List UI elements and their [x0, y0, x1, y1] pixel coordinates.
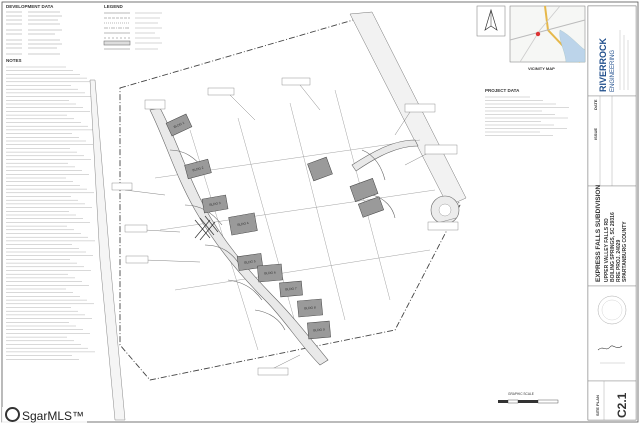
building-label: BLDG 2 [192, 166, 204, 173]
engineer-signature [597, 345, 623, 351]
building-label: BLDG 9 [313, 327, 325, 332]
address-line-3: RRE PROJ. 24029 [616, 240, 622, 282]
development-data-panel: DEVELOPMENT DATA [6, 4, 62, 55]
buildings-group: BLDG 1 BLDG 2 BLDG 3 BLDG 4 BLDG 5 BLDG 6 BLDG… [165, 113, 385, 340]
east-building-footprint [349, 178, 379, 202]
vicinity-map: VICINITY MAP [509, 5, 586, 71]
project-name: EXPRESS FALLS SUBDIVISION [595, 185, 602, 282]
dev-data-title: DEVELOPMENT DATA [6, 4, 54, 9]
intersection-hatch [194, 215, 219, 241]
title-block: RIVERROCK ENGINEERING ISSUE DATE EXPRESS… [587, 5, 637, 421]
address-line-2: BOILING SPRINGS, SC 29316 [610, 212, 616, 282]
sheet-number: C2.1 [615, 392, 629, 418]
site-location-marker [535, 31, 541, 37]
building-4: BLDG 4 [228, 212, 258, 236]
callout-boxes [111, 77, 459, 376]
mls-watermark-text: SgarMLS™ [22, 409, 85, 423]
building-2: BLDG 2 [184, 158, 212, 180]
north-arrow [476, 5, 506, 37]
site-area: BLDG 1 BLDG 2 BLDG 3 BLDG 4 BLDG 5 BLDG 6 BLDG… [89, 11, 467, 421]
vicinity-map-label: VICINITY MAP [528, 66, 555, 71]
mls-watermark: SgarMLS™ [2, 407, 88, 423]
project-data-title: PROJECT DATA [485, 88, 520, 93]
legend-title: LEGEND [104, 4, 124, 9]
building-8: BLDG 8 [297, 298, 323, 318]
building-label: BLDG 7 [285, 286, 297, 291]
building-7: BLDG 7 [279, 280, 303, 298]
address-line-1: UPPER VALLEY FALLS RD [604, 218, 610, 282]
adjacent-road [89, 79, 126, 421]
notes-title: NOTES [6, 58, 22, 63]
building-label: BLDG 1 [173, 121, 185, 130]
graphic-scale-label: GRAPHIC SCALE [508, 392, 534, 396]
legend-panel: LEGEND [103, 4, 162, 50]
issue-label: ISSUE [593, 128, 598, 140]
building-5: BLDG 5 [236, 253, 264, 271]
firm-name-2: ENGINEERING [610, 50, 616, 92]
building-6: BLDG 6 [257, 263, 283, 283]
east-building-footprint [357, 196, 385, 218]
east-drive [351, 139, 419, 172]
building-3: BLDG 3 [201, 194, 229, 214]
building-label: BLDG 3 [209, 201, 221, 207]
building-label: BLDG 5 [244, 259, 256, 265]
address-line-4: SPARTANBURG COUNTY [622, 221, 628, 282]
firm-name-1: RIVERROCK [598, 37, 608, 92]
notes-panel: NOTES [6, 58, 95, 360]
project-data-panel: PROJECT DATA [485, 88, 569, 136]
mls-logo-icon [5, 407, 20, 422]
building-label: BLDG 8 [304, 305, 316, 310]
graphic-scale: GRAPHIC SCALE [498, 392, 559, 404]
building-label: BLDG 6 [264, 270, 276, 275]
building-label: BLDG 4 [237, 221, 249, 227]
building-9: BLDG 9 [307, 320, 331, 340]
sheet-title: SITE PLAN [595, 395, 600, 416]
engineer-seal [597, 295, 627, 325]
date-label: DATE [593, 99, 598, 110]
building-1: BLDG 1 [165, 113, 193, 137]
east-building-footprint [307, 156, 333, 182]
